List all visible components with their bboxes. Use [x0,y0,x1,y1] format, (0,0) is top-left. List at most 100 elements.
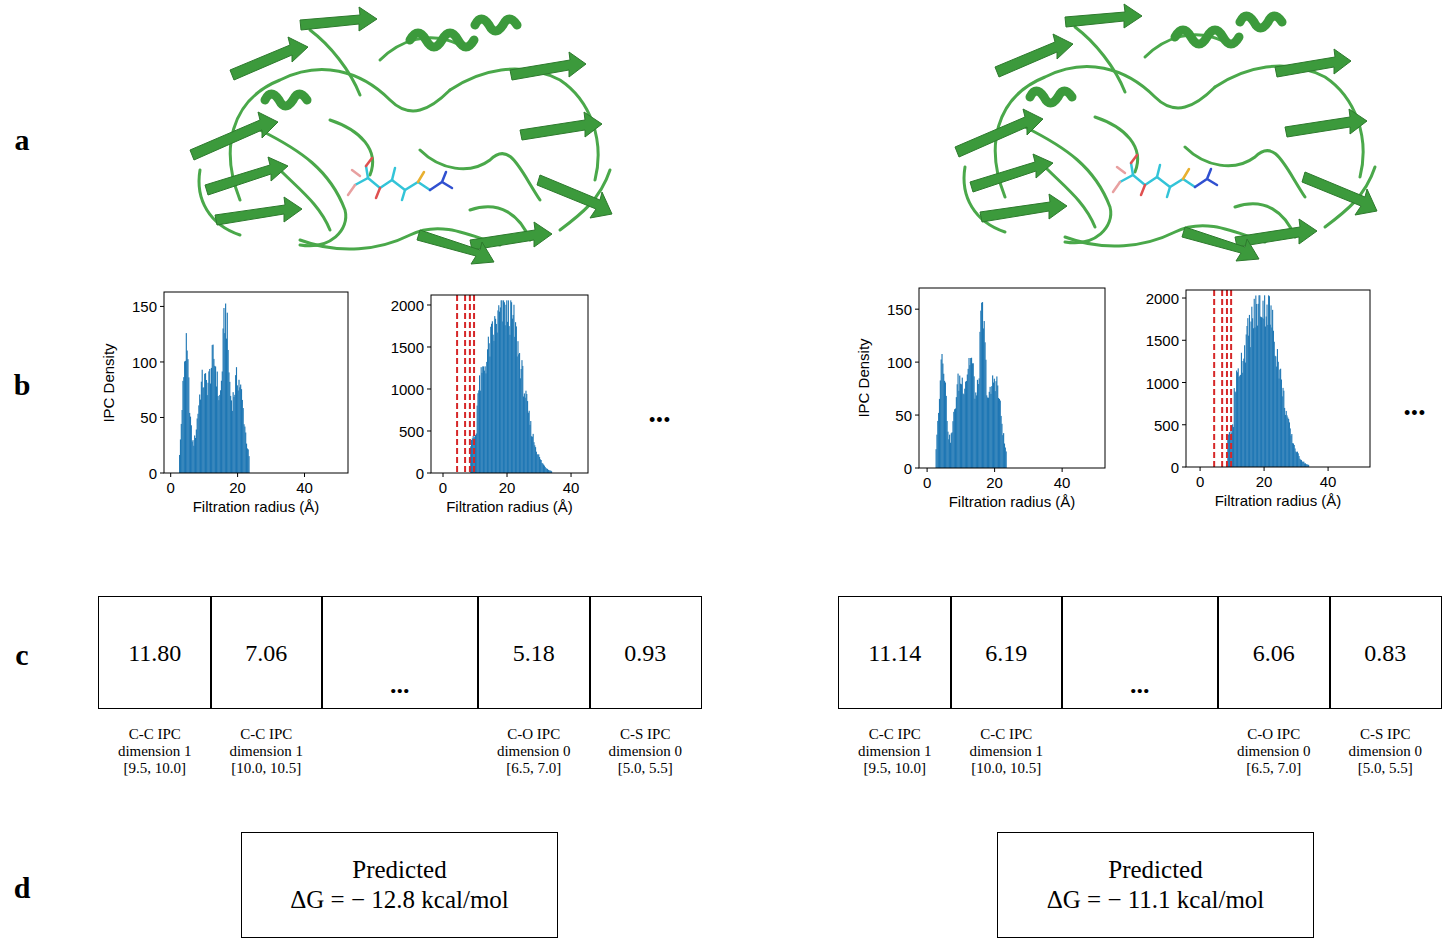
histogram-bar [530,421,531,473]
cutoff-line [469,295,471,473]
tick-mark [427,388,431,389]
histogram-bar [1249,315,1250,467]
histogram-bar [539,457,540,473]
histogram-bar [999,399,1000,468]
tick-mark [915,468,919,469]
histogram-bar [228,372,229,473]
feature-cell: 11.14C-C IPC dimension 1 [9.5, 10.0] [838,596,952,709]
histogram-bar [970,358,971,468]
feature-value: 0.83 [1330,639,1441,666]
histogram-bar [1293,443,1294,467]
histogram-bar [1229,432,1230,467]
histogram-bar [187,359,188,473]
feature-value: 7.06 [211,639,322,666]
histogram-bar [1004,444,1005,468]
panel-letter: c [15,638,28,672]
histogram-bar [188,377,189,473]
tick-label: 50 [895,407,912,424]
histogram-bar [1264,295,1265,467]
feature-value: ... [322,670,478,700]
tick-label: 20 [986,474,1003,491]
tick-label: 150 [887,301,912,318]
histogram-bar [1283,391,1284,467]
histogram-bar [231,400,232,473]
histogram-bar [1288,419,1289,467]
histogram-bar [516,326,517,473]
histogram-bar [1259,295,1260,467]
histogram-bar [519,353,520,473]
axis-label: Filtration radius (Å) [1215,492,1342,509]
histogram-bar [186,333,187,473]
tick-mark [160,306,164,307]
ellipsis-cell: ... [1061,596,1219,709]
tick-mark [1182,298,1186,299]
cutoff-line [473,295,475,473]
cutoff-line [1230,290,1232,467]
histogram-bar [488,337,489,473]
feature-cell: 11.80C-C IPC dimension 1 [9.5, 10.0] [98,596,212,709]
histogram-bar [1295,451,1296,467]
histogram-bar [506,300,507,473]
tick-label: 20 [229,479,246,496]
histogram-bar [1234,391,1235,467]
histogram-bar [1296,452,1297,467]
histogram-bar [508,300,509,473]
histogram-bar [492,321,493,473]
tick-label: 40 [296,479,313,496]
histogram-bar [243,424,244,473]
axes-frame [431,295,588,473]
histogram-bar [1287,418,1288,467]
histogram-bar [1303,462,1304,467]
histogram-bar [1280,369,1281,467]
histogram-bar [248,456,249,473]
histogram-bar [957,374,958,468]
tick-label: 0 [416,465,424,482]
feature-cell: 6.19C-C IPC dimension 1 [10.0, 10.5] [950,596,1063,709]
histogram-bar [1247,318,1248,467]
feature-value: 11.14 [839,639,951,666]
feature-value: 6.06 [1218,639,1330,666]
histogram-bar [941,354,942,468]
cutoff-line [464,295,466,473]
cutoff-line [1221,290,1223,467]
feature-caption: C-C IPC dimension 1 [10.0, 10.5] [954,726,1058,777]
histogram-bar [1262,301,1263,467]
tick-mark [160,473,164,474]
tick-mark [237,473,238,477]
histogram-bar [1258,295,1259,467]
histogram-bar [509,326,510,473]
feature-value: 5.18 [478,639,590,666]
histogram-bar [947,421,948,468]
histogram-bar [192,440,193,473]
axes-frame [164,292,348,473]
histogram-bar [944,381,945,468]
ellipsis-cell: ... [321,596,479,709]
histogram-bar [982,302,983,468]
tick-label: 0 [923,474,931,491]
histogram-bar [542,463,543,473]
tick-mark [915,362,919,363]
histogram-bar [1006,451,1007,468]
histogram-bar [537,454,538,473]
feature-caption: C-O IPC dimension 0 [6.5, 7.0] [482,726,586,777]
feature-caption: C-O IPC dimension 0 [6.5, 7.0] [1222,726,1326,777]
histogram-bar [998,398,999,468]
tick-label: 1000 [1146,374,1179,391]
histogram-bar [1302,462,1303,467]
histogram-bar [541,463,542,473]
axis-label: Filtration radius (Å) [949,493,1076,510]
histogram-bar [511,302,512,473]
histogram-bar [534,445,535,473]
histogram-bar [1261,317,1262,467]
ellipsis: ••• [1404,403,1426,424]
histogram-bar [541,460,542,473]
tick-mark [427,346,431,347]
histogram-bar [973,363,974,468]
histogram-bar [498,305,499,473]
histogram-bar [1255,295,1256,467]
histogram-bar [241,389,242,473]
histogram-bar [501,300,502,473]
histogram-bar [481,367,482,473]
histogram-bar [537,455,538,473]
histogram-bar [233,392,234,473]
